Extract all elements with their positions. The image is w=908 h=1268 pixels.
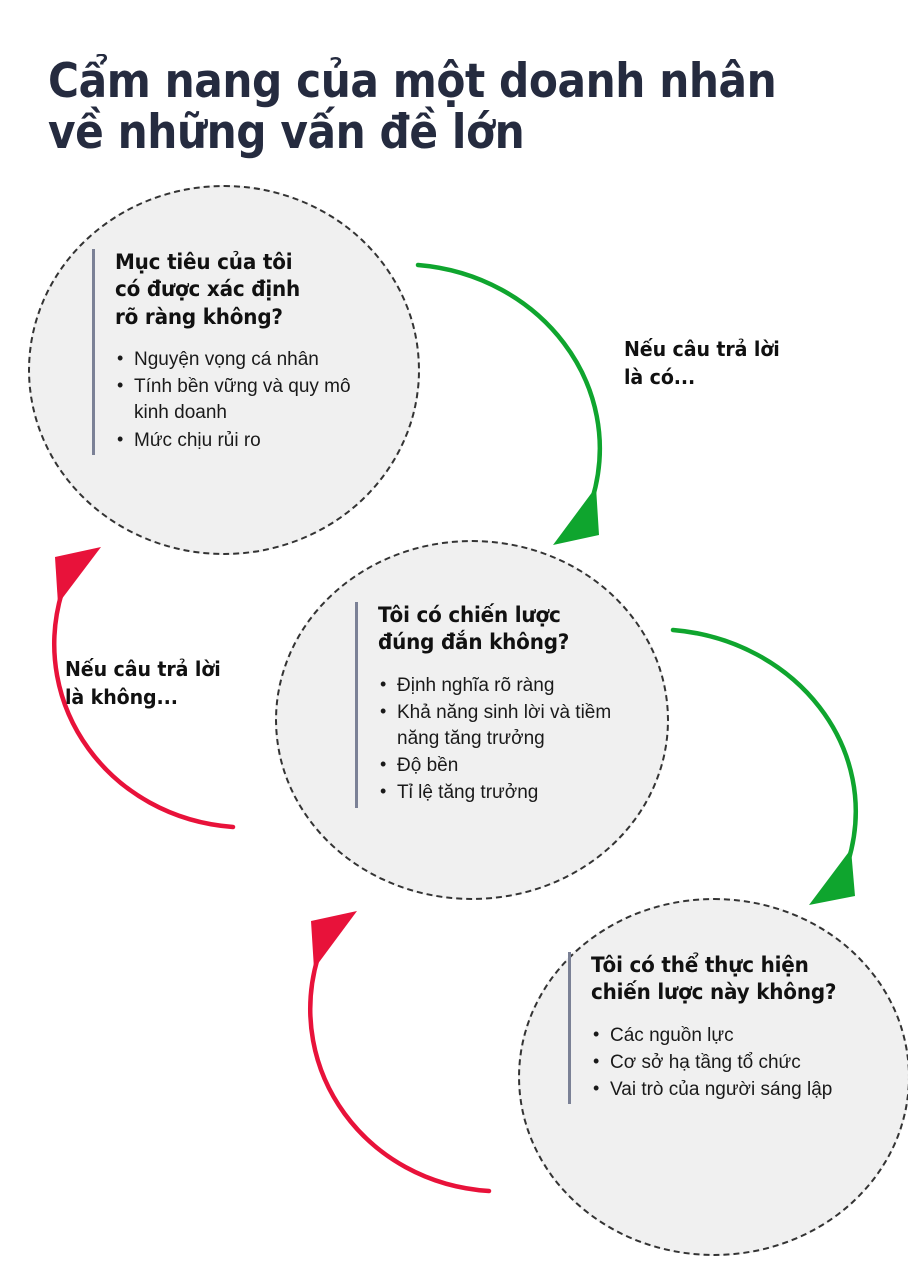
list-item: Khả năng sinh lời và tiềm năng tăng trưở…: [378, 699, 620, 752]
flow-node-execution[interactable]: Tôi có thể thực hiện chiến lược này khôn…: [518, 898, 908, 1256]
flow-node-goals[interactable]: Mục tiêu của tôi có được xác định rõ ràn…: [28, 185, 420, 555]
node-content: Tôi có thể thực hiện chiến lược này khôn…: [568, 952, 868, 1105]
page-title: Cẩm nang của một doanh nhân về những vấn…: [48, 54, 777, 161]
list-item: Nguyện vọng cá nhân: [115, 346, 367, 373]
node-question: Tôi có thể thực hiện chiến lược này khôn…: [591, 953, 837, 1005]
node-bullet-list: Các nguồn lực Cơ sở hạ tầng tổ chức Vai …: [591, 1022, 868, 1104]
list-item: Cơ sở hạ tầng tổ chức: [591, 1049, 868, 1076]
edge-label-no: Nếu câu trả lời là không...: [65, 657, 221, 710]
node-content: Tôi có chiến lược đúng đắn không? Định n…: [355, 602, 620, 808]
edge-no-2-arrow: [308, 911, 492, 1194]
node-bullet-list: Định nghĩa rõ ràng Khả năng sinh lời và …: [378, 672, 620, 807]
node-content: Mục tiêu của tôi có được xác định rõ ràn…: [92, 249, 367, 455]
edge-yes-2-arrow: [670, 627, 858, 905]
list-item: Tính bền vững và quy mô kinh doanh: [115, 373, 367, 426]
list-item: Vai trò của người sáng lập: [591, 1076, 868, 1103]
edge-yes-1-arrow: [415, 262, 603, 545]
edge-label-yes: Nếu câu trả lời là có...: [624, 337, 780, 390]
node-question: Tôi có chiến lược đúng đắn không?: [378, 603, 570, 655]
list-item: Định nghĩa rõ ràng: [378, 672, 620, 699]
node-question: Mục tiêu của tôi có được xác định rõ ràn…: [115, 250, 301, 329]
list-item: Tỉ lệ tăng trưởng: [378, 779, 620, 806]
list-item: Độ bền: [378, 752, 620, 779]
list-item: Mức chịu rủi ro: [115, 427, 367, 454]
flow-node-strategy[interactable]: Tôi có chiến lược đúng đắn không? Định n…: [275, 540, 669, 900]
list-item: Các nguồn lực: [591, 1022, 868, 1049]
node-bullet-list: Nguyện vọng cá nhân Tính bền vững và quy…: [115, 346, 367, 454]
